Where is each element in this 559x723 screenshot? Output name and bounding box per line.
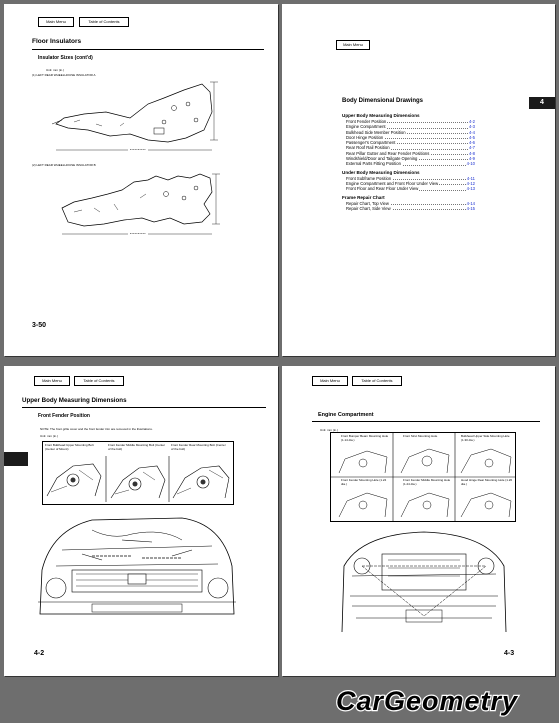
detail-caption: Bulkhead Upper Side Mounting Hole (1.30 … xyxy=(461,434,510,442)
detail-caption: Front Strut Mounting Hole xyxy=(403,434,438,438)
unit-note: Unit: mm (in.) xyxy=(320,428,338,432)
detail-caption: Front Fender Middle Mounting Hole (1.24 … xyxy=(403,478,451,486)
page-number: 4-3 xyxy=(504,650,515,657)
section-title: Body Dimensional Drawings xyxy=(342,98,424,104)
page-front-fender-position: Main Menu Table of Contents Upper Body M… xyxy=(4,366,278,676)
cargeometry-watermark-logo: CarGeometry xyxy=(335,685,519,717)
engine-bay-drawing xyxy=(341,531,507,633)
figure-label-2: (2) LEFT REAR WHEELHOUSE INSULATOR B xyxy=(32,163,96,167)
title-rule xyxy=(22,407,266,408)
table-of-contents-button[interactable]: Table of Contents xyxy=(74,376,124,386)
chapter-tab: 4 xyxy=(529,97,555,109)
detail-views-drawing xyxy=(331,433,515,521)
main-menu-button[interactable]: Main Menu xyxy=(38,17,74,27)
detail-caption: Front Bumper Beam Mounting Hole (1.14 di… xyxy=(341,434,389,442)
page-title: Engine Compartment xyxy=(318,412,374,418)
insulator-b-drawing xyxy=(61,173,220,235)
page-number: 4-2 xyxy=(34,650,45,657)
detail-views-drawing xyxy=(46,456,230,502)
toc-list: Upper Body Measuring Dimensions Front Fe… xyxy=(342,110,476,212)
toc-heading: Under Body Measuring Dimensions xyxy=(342,169,420,175)
title-rule xyxy=(312,421,540,422)
page-title: Upper Body Measuring Dimensions xyxy=(22,397,127,404)
detail-caption: Front Fender Middle Mounting Bolt (Cente… xyxy=(108,443,166,451)
watermark-text: CarGeometry xyxy=(336,686,519,716)
page-floor-insulators: Main Menu Table of Contents Floor Insula… xyxy=(4,4,278,356)
main-menu-button[interactable]: Main Menu xyxy=(34,376,70,386)
main-menu-button[interactable]: Main Menu xyxy=(312,376,348,386)
section-subtitle: Insulator Sizes (cont'd) xyxy=(38,55,93,61)
toc-item[interactable]: Engine Compartment and Front Floor Under… xyxy=(346,180,476,187)
detail-views-box: Front Bumper Beam Mounting Hole (1.14 di… xyxy=(330,432,516,522)
page-number: 3-50 xyxy=(32,322,47,329)
page-engine-compartment: Main Menu Table of Contents Engine Compa… xyxy=(282,366,555,676)
detail-caption: Front Bulkhead Upper Mounting Bolt (Cent… xyxy=(45,443,94,451)
unit-note: Unit: mm (in.) xyxy=(46,68,64,72)
page-title: Floor Insulators xyxy=(32,38,82,45)
toc-heading: Frame Repair Chart xyxy=(342,194,385,200)
insulator-a-drawing xyxy=(51,81,218,151)
page-body-dimensional-drawings: Main Menu 4 Body Dimensional Drawings Up… xyxy=(282,4,555,356)
main-menu-button[interactable]: Main Menu xyxy=(336,40,370,50)
table-of-contents-button[interactable]: Table of Contents xyxy=(79,17,129,27)
title-rule xyxy=(32,49,264,50)
detail-caption: Front Fender Mounting Hole (1.24 dia.) xyxy=(341,478,387,486)
chapter-tab xyxy=(4,452,28,466)
detail-views-box: Front Bulkhead Upper Mounting Bolt (Cent… xyxy=(42,441,234,505)
figure-label-1: (1) LEFT REAR WHEELHOUSE INSULATOR A xyxy=(32,73,96,77)
note-text: NOTE: The front grille cover and the fro… xyxy=(40,427,153,431)
detail-caption: Front Fender Rear Mounting Bolt (Center … xyxy=(171,443,226,451)
toc-item[interactable]: Rear Pillar Gutter and Rear Fender Posit… xyxy=(346,150,476,157)
detail-caption: Hood Hinge Rear Mounting Hole (1.26 dia.… xyxy=(461,478,513,486)
table-of-contents-button[interactable]: Table of Contents xyxy=(352,376,402,386)
section-subtitle: Front Fender Position xyxy=(38,413,90,419)
unit-note: Unit: mm (in.) xyxy=(40,434,58,438)
vehicle-front-drawing xyxy=(38,517,236,615)
toc-heading: Upper Body Measuring Dimensions xyxy=(342,113,420,118)
